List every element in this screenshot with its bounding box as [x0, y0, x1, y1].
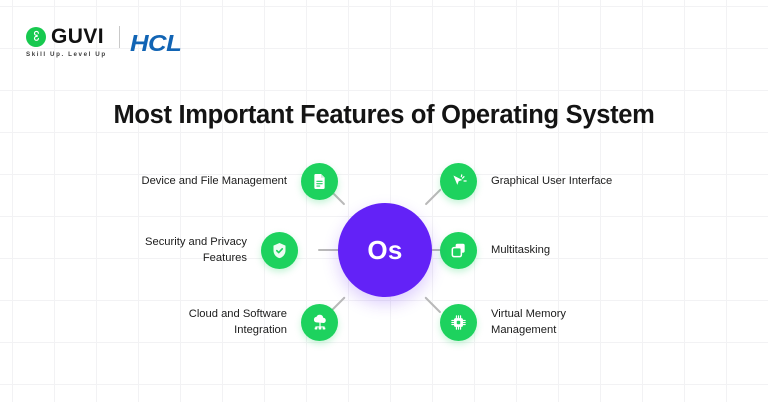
- guvi-tagline: Skill Up. Level Up: [26, 51, 107, 58]
- page-title: Most Important Features of Operating Sys…: [113, 101, 655, 129]
- feature-node-cloud-software-integration[interactable]: Cloud and Software Integration: [60, 303, 338, 341]
- center-hub: Os: [338, 203, 432, 297]
- guvi-wordmark: GUVI: [51, 25, 104, 48]
- hcl-wordmark: HCL: [129, 29, 182, 56]
- feature-node-device-file-management[interactable]: Device and File Management: [40, 162, 338, 200]
- feature-label: Multitasking: [491, 243, 551, 256]
- connector-line-top-right: [424, 188, 442, 206]
- feature-node-multitasking[interactable]: Multitasking: [440, 231, 680, 269]
- guvi-logo-row: GUVI: [26, 26, 107, 47]
- feature-label: Graphical User Interface: [491, 174, 613, 187]
- center-hub-label: Os: [367, 234, 403, 265]
- feature-label: Security and Privacy Features: [145, 235, 247, 264]
- cpu-chip-icon: [440, 303, 477, 341]
- connector-line-bottom-right: [424, 296, 442, 314]
- windows-stack-icon: [440, 231, 477, 269]
- feature-node-graphical-user-interface[interactable]: Graphical User Interface: [440, 162, 730, 200]
- feature-node-security-privacy[interactable]: Security and Privacy Features: [40, 231, 298, 269]
- cursor-click-icon: [440, 162, 477, 200]
- feature-label: Cloud and Software Integration: [188, 307, 287, 336]
- guvi-logo-icon: [26, 26, 46, 47]
- feature-label: Virtual Memory Management: [491, 307, 567, 336]
- feature-label: Device and File Management: [141, 174, 287, 187]
- shield-check-icon: [261, 231, 298, 269]
- brand-divider: [118, 26, 120, 48]
- guvi-logo: GUVI Skill Up. Level Up: [26, 26, 107, 58]
- cloud-network-icon: [301, 303, 338, 341]
- connector-line-middle-left: [318, 249, 342, 251]
- document-icon: [301, 162, 338, 200]
- feature-node-virtual-memory-management[interactable]: Virtual Memory Management: [440, 303, 710, 341]
- brand-lockup: GUVI Skill Up. Level Up HCL: [26, 22, 182, 62]
